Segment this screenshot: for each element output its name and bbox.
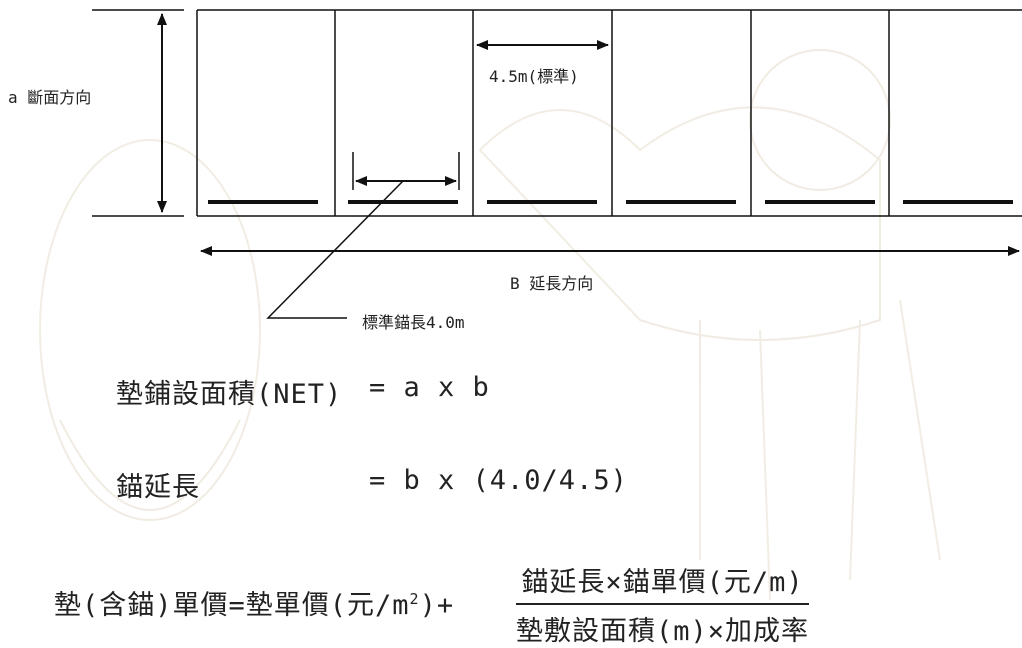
- formula-area-expression: = a x b: [369, 372, 490, 403]
- anchor-length-label: 標準錨長4.0m: [362, 313, 465, 332]
- formula-area-label: 墊鋪設面積(NET): [116, 379, 343, 410]
- fraction-denominator: 墊敷設面積(m)×加成率: [516, 616, 810, 647]
- a-direction-label: a 斷面方向: [8, 88, 92, 107]
- fraction-numerator: 錨延長×錨單價(元/m): [516, 560, 810, 605]
- spacing-label: 4.5m(標準): [489, 67, 579, 86]
- unit-price-text: 墊(含錨)單價=墊單價(元/m: [54, 590, 410, 621]
- unit-price-fraction: 錨延長×錨單價(元/m) 墊敷設面積(m)×加成率: [516, 560, 810, 648]
- unit-price-plus: )+: [419, 590, 455, 621]
- formula-unit-price-left: 墊(含錨)單價=墊單價(元/m2)+: [54, 583, 454, 622]
- anchor-leader-line: [266, 180, 404, 319]
- formula-extension-label: 錨延長: [116, 472, 200, 503]
- unit-price-superscript: 2: [409, 590, 420, 608]
- background-illustration: [39, 49, 941, 601]
- formula-extension-expression: = b x (4.0/4.5): [369, 465, 628, 496]
- b-direction-label: B 延長方向: [510, 274, 594, 293]
